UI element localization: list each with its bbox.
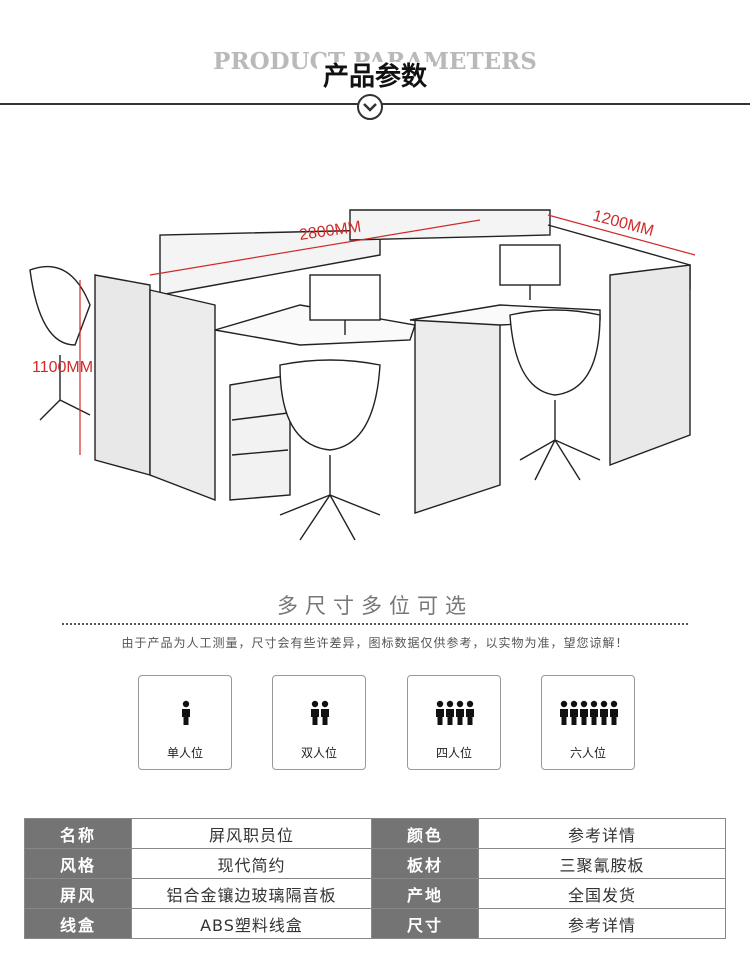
param-value: 三聚氰胺板 bbox=[478, 848, 726, 879]
options-title: 多尺寸多位可选 bbox=[277, 594, 473, 618]
dim-height-label: 1100MM bbox=[32, 359, 93, 376]
param-key: 产地 bbox=[371, 878, 479, 909]
person-icon bbox=[590, 700, 598, 725]
param-value: 全国发货 bbox=[478, 878, 726, 909]
chevron-down-circle-icon bbox=[357, 94, 383, 120]
seat-option-single[interactable]: 单人位 bbox=[138, 675, 232, 770]
parameters-table: 名称 屏风职员位 颜色 参考详情 风格 现代简约 板材 三聚氰胺板 屏风 铝合金… bbox=[24, 818, 726, 939]
person-icon bbox=[580, 700, 588, 725]
person-icon-group bbox=[560, 700, 618, 725]
seat-option-four[interactable]: 四人位 bbox=[407, 675, 501, 770]
table-row: 风格 现代简约 板材 三聚氰胺板 bbox=[24, 848, 726, 879]
person-icon-group bbox=[436, 700, 474, 725]
param-key: 风格 bbox=[24, 848, 132, 879]
param-value: 参考详情 bbox=[478, 818, 726, 849]
table-row: 名称 屏风职员位 颜色 参考详情 bbox=[24, 818, 726, 849]
param-value: 铝合金镶边玻璃隔音板 bbox=[131, 878, 372, 909]
person-icon bbox=[446, 700, 454, 725]
param-key: 线盒 bbox=[24, 908, 132, 939]
person-icon bbox=[456, 700, 464, 725]
seat-option-six[interactable]: 六人位 bbox=[541, 675, 635, 770]
param-key: 尺寸 bbox=[371, 908, 479, 939]
param-key: 屏风 bbox=[24, 878, 132, 909]
person-icon bbox=[600, 700, 608, 725]
seat-option-label: 六人位 bbox=[569, 746, 606, 760]
seat-option-label: 单人位 bbox=[166, 746, 203, 760]
seat-option-double[interactable]: 双人位 bbox=[272, 675, 366, 770]
table-row: 线盒 ABS塑料线盒 尺寸 参考详情 bbox=[24, 908, 726, 939]
param-value: ABS塑料线盒 bbox=[131, 908, 372, 939]
param-value: 屏风职员位 bbox=[131, 818, 372, 849]
person-icon bbox=[560, 700, 568, 725]
param-value: 参考详情 bbox=[478, 908, 726, 939]
param-key: 颜色 bbox=[371, 818, 479, 849]
seat-option-label: 双人位 bbox=[300, 746, 337, 760]
person-icon-group bbox=[311, 700, 329, 725]
title-chinese: 产品参数 bbox=[316, 62, 433, 92]
seat-option-label: 四人位 bbox=[435, 746, 472, 760]
dotted-divider bbox=[62, 623, 688, 625]
person-icon bbox=[321, 700, 329, 725]
person-icon bbox=[570, 700, 578, 725]
person-icon bbox=[311, 700, 319, 725]
param-key: 板材 bbox=[371, 848, 479, 879]
workstation-illustration: 2800MM 1200MM 1100MM bbox=[29, 207, 696, 541]
param-key: 名称 bbox=[24, 818, 132, 849]
person-icon bbox=[466, 700, 474, 725]
param-value: 现代简约 bbox=[131, 848, 372, 879]
table-row: 屏风 铝合金镶边玻璃隔音板 产地 全国发货 bbox=[24, 878, 726, 909]
options-note: 由于产品为人工测量，尺寸会有些许差异，图标数据仅供参考，以实物为准，望您谅解！ bbox=[121, 636, 629, 650]
person-icon bbox=[610, 700, 618, 725]
person-icon-group bbox=[182, 700, 190, 725]
person-icon bbox=[182, 700, 190, 725]
page-title: 产品参数 bbox=[0, 56, 750, 93]
person-icon bbox=[436, 700, 444, 725]
